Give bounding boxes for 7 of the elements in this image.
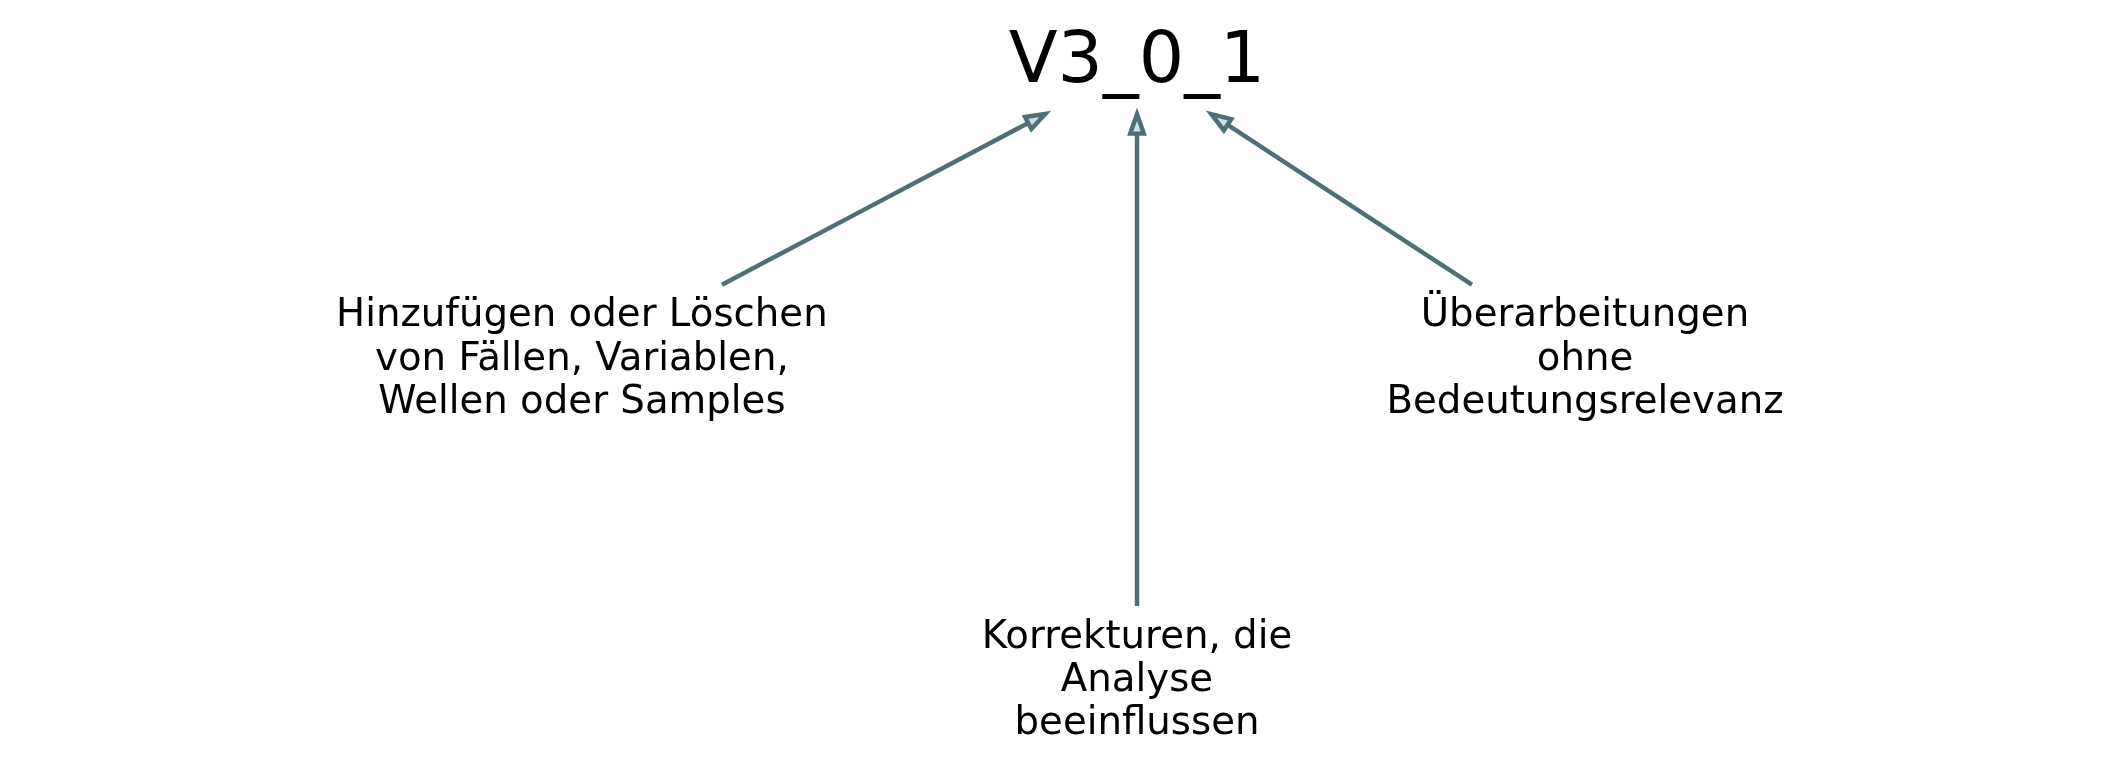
node-text: Korrekturen, die Analyse beeinflussen	[981, 611, 1292, 744]
node-text: Überarbeitungen ohne Bedeutungsrelevanz	[1386, 290, 1783, 422]
arrow	[1205, 110, 1473, 287]
node-text: Hinzufügen oder Löschen von Fällen, Variablen, Wellen oder Samples	[335, 290, 828, 422]
arrow	[720, 110, 1051, 287]
arrow	[1126, 107, 1147, 607]
node-text: V3_0_1	[1008, 15, 1265, 99]
